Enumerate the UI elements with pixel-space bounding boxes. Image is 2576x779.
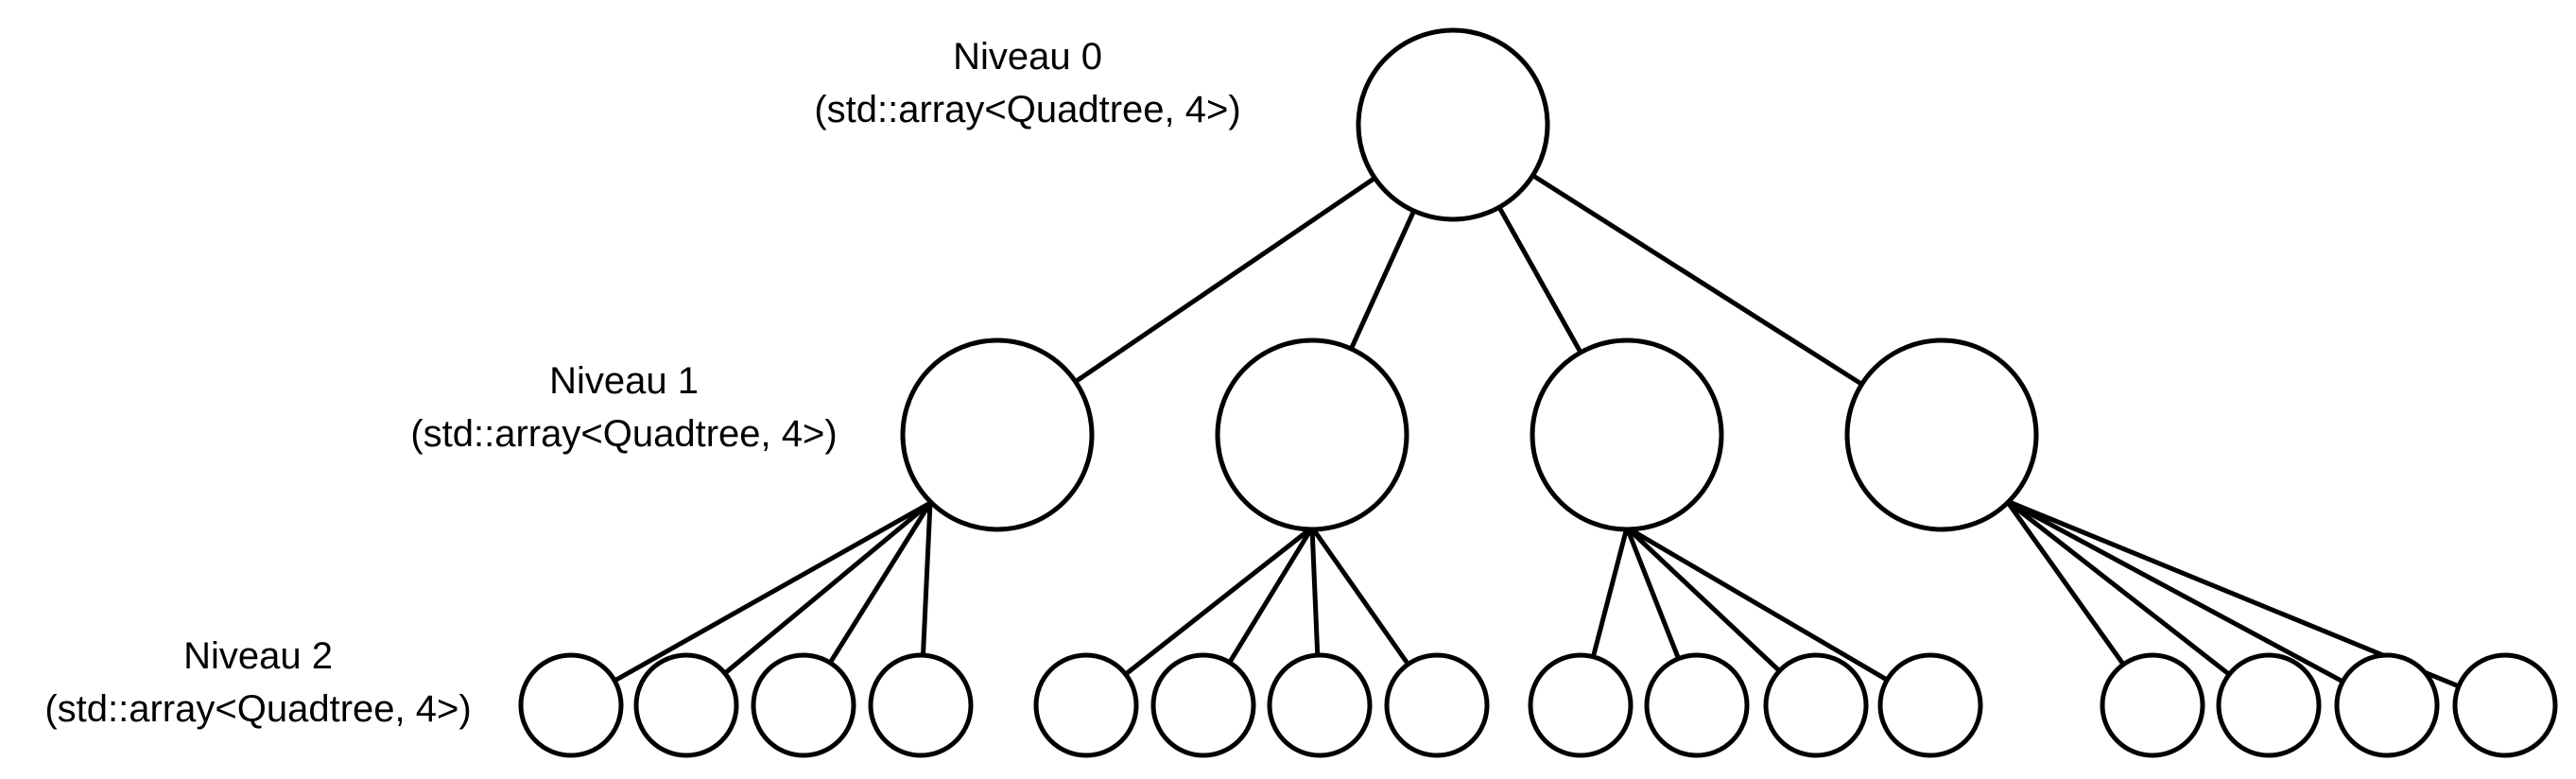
edge-node-2-to-leaf-1 [1123,525,1315,677]
edge-node-2-to-leaf-2 [1227,525,1315,666]
level-2-node-3-4 [1877,652,1983,758]
level-2-node-4-3 [2334,652,2440,758]
edge-node-2-to-leaf-4 [1309,525,1411,667]
labels-layer: Niveau 0 (std::array<Quadtree, 4>) Nivea… [44,36,1240,730]
nodes-layer [518,27,2558,758]
level-0-subtitle: (std::array<Quadtree, 4>) [814,89,1240,130]
level-1-node-2 [1215,338,1409,532]
level-2-node-2-2 [1150,652,1256,758]
level-2-node-3-3 [1763,652,1869,758]
edge-node-1-to-leaf-1 [612,500,933,684]
level-2-node-2-1 [1033,652,1139,758]
edge-node-2-to-leaf-3 [1309,525,1321,658]
level-2-node-1-2 [633,652,739,758]
level-2-node-2-3 [1267,652,1373,758]
level-2-node-4-4 [2452,652,2558,758]
edge-root-to-node-4 [1530,173,1865,387]
level-2-node-2-4 [1384,652,1490,758]
edge-node-4-to-leaf-2 [2004,498,2232,677]
edge-node-4-to-leaf-1 [2004,498,2126,667]
root-node [1356,27,1550,222]
level-1-subtitle: (std::array<Quadtree, 4>) [410,413,837,455]
level-2-node-3-2 [1644,652,1750,758]
edge-root-to-node-2 [1348,208,1417,352]
level-1-node-4 [1844,338,2039,532]
edge-node-4-to-leaf-3 [2004,498,2345,684]
edge-node-1-to-leaf-4 [920,500,933,658]
level-2-node-4-1 [2100,652,2205,758]
level-1-node-3 [1530,338,1724,532]
edge-node-3-to-leaf-4 [1624,525,1890,683]
edge-node-3-to-leaf-1 [1590,525,1630,660]
level-2-subtitle: (std::array<Quadtree, 4>) [44,688,471,730]
level-2-node-1-1 [518,652,624,758]
level-2-node-1-3 [751,652,856,758]
edge-node-1-to-leaf-3 [827,500,933,666]
level-2-title: Niveau 2 [183,635,333,677]
edge-node-3-to-leaf-2 [1624,525,1682,662]
edge-node-1-to-leaf-2 [722,500,933,676]
edge-node-3-to-leaf-3 [1624,525,1782,674]
level-1-node-1 [900,338,1095,532]
level-2-node-4-2 [2216,652,2322,758]
level-2-node-1-4 [868,652,974,758]
level-0-title: Niveau 0 [953,36,1102,78]
level-2-node-3-1 [1528,652,1634,758]
edge-root-to-node-3 [1496,204,1583,355]
edges-layer [612,173,2462,689]
level-1-title: Niveau 1 [549,360,699,402]
edge-root-to-node-1 [1073,175,1377,385]
